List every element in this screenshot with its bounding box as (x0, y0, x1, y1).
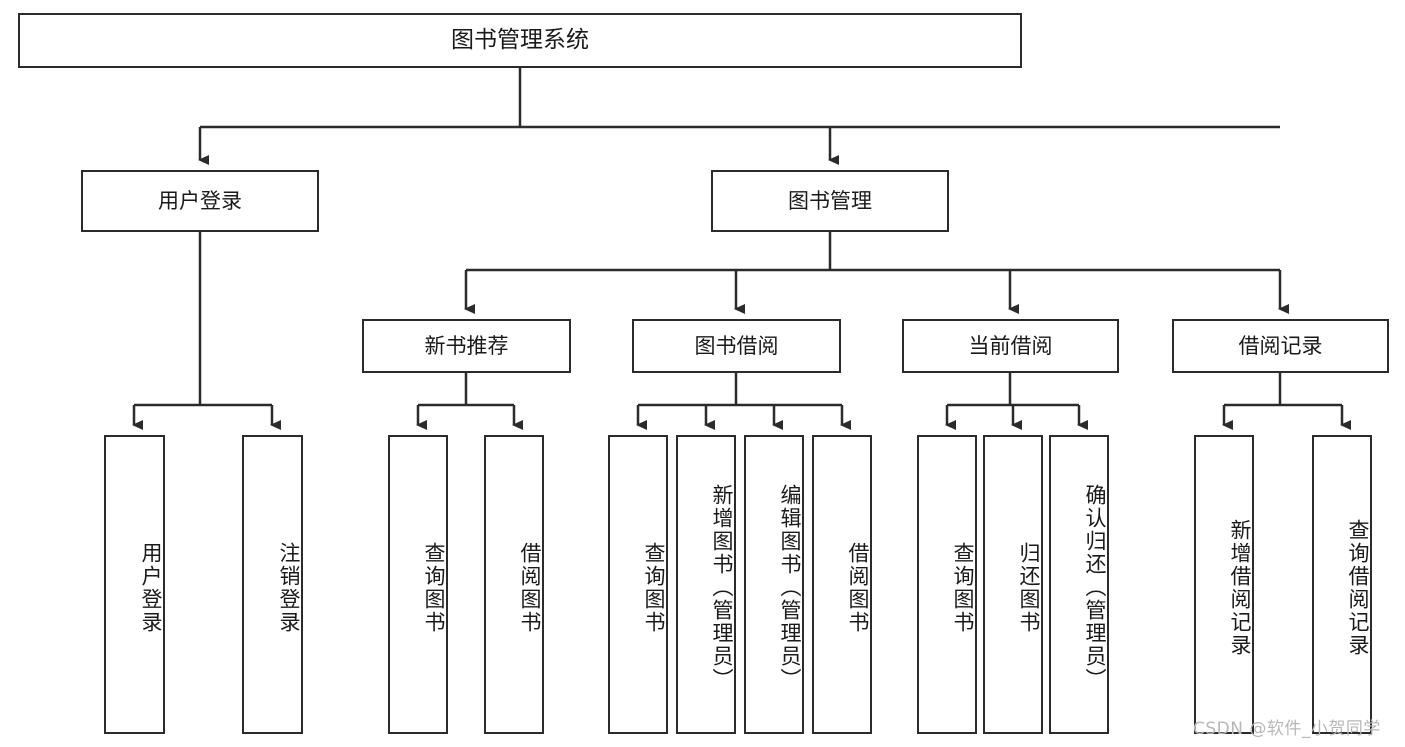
leaf-borrow-book-recommend-label: 借阅图书 (518, 541, 542, 634)
leaf-add-borrow-record[interactable]: 新增借阅记录 (1194, 435, 1254, 734)
leaf-query-book-borrow[interactable]: 查询图书 (608, 435, 668, 734)
node-new-book-recommend[interactable]: 新书推荐 (362, 319, 571, 373)
leaf-user-login[interactable]: 用户登录 (104, 435, 165, 734)
node-current-borrow[interactable]: 当前借阅 (902, 319, 1119, 373)
node-root-label: 图书管理系统 (451, 26, 589, 53)
node-new-book-recommend-label: 新书推荐 (424, 333, 509, 358)
leaf-edit-book-admin[interactable]: 编辑图书（管理员） (744, 435, 804, 734)
leaf-borrow-book-label: 借阅图书 (846, 541, 870, 634)
node-borrow-records[interactable]: 借阅记录 (1172, 319, 1389, 373)
node-current-borrow-label: 当前借阅 (968, 333, 1053, 358)
leaf-query-book-recommend-label: 查询图书 (422, 541, 446, 634)
leaf-borrow-book[interactable]: 借阅图书 (812, 435, 872, 734)
node-user-login-label: 用户登录 (158, 188, 242, 213)
leaf-query-borrow-record[interactable]: 查询借阅记录 (1312, 435, 1372, 734)
node-book-management[interactable]: 图书管理 (711, 170, 949, 232)
leaf-return-book-label: 归还图书 (1017, 541, 1041, 634)
leaf-confirm-return-admin[interactable]: 确认归还（管理员） (1049, 435, 1109, 734)
node-user-login[interactable]: 用户登录 (81, 170, 319, 232)
leaf-logout[interactable]: 注销登录 (242, 435, 303, 734)
node-root[interactable]: 图书管理系统 (18, 13, 1022, 68)
leaf-add-book-admin-label: 新增图书（管理员） (710, 484, 734, 691)
leaf-query-book-current-label: 查询图书 (951, 541, 975, 634)
leaf-add-borrow-record-label: 新增借阅记录 (1228, 518, 1252, 657)
node-book-borrow[interactable]: 图书借阅 (632, 319, 841, 373)
leaf-user-login-label: 用户登录 (139, 541, 163, 634)
leaf-borrow-book-recommend[interactable]: 借阅图书 (484, 435, 544, 734)
leaf-edit-book-admin-label: 编辑图书（管理员） (778, 484, 802, 691)
leaf-confirm-return-admin-label: 确认归还（管理员） (1083, 484, 1107, 691)
csdn-watermark: CSDN @软件_小贺同学 (1193, 719, 1381, 739)
node-book-borrow-label: 图书借阅 (694, 333, 779, 358)
leaf-query-book-borrow-label: 查询图书 (642, 541, 666, 634)
leaf-query-book-current[interactable]: 查询图书 (917, 435, 977, 734)
leaf-add-book-admin[interactable]: 新增图书（管理员） (676, 435, 736, 734)
leaf-query-borrow-record-label: 查询借阅记录 (1346, 518, 1370, 657)
leaf-query-book-recommend[interactable]: 查询图书 (388, 435, 448, 734)
leaf-return-book[interactable]: 归还图书 (983, 435, 1043, 734)
node-book-management-label: 图书管理 (788, 188, 872, 213)
node-borrow-records-label: 借阅记录 (1238, 333, 1323, 358)
leaf-logout-label: 注销登录 (277, 541, 301, 634)
